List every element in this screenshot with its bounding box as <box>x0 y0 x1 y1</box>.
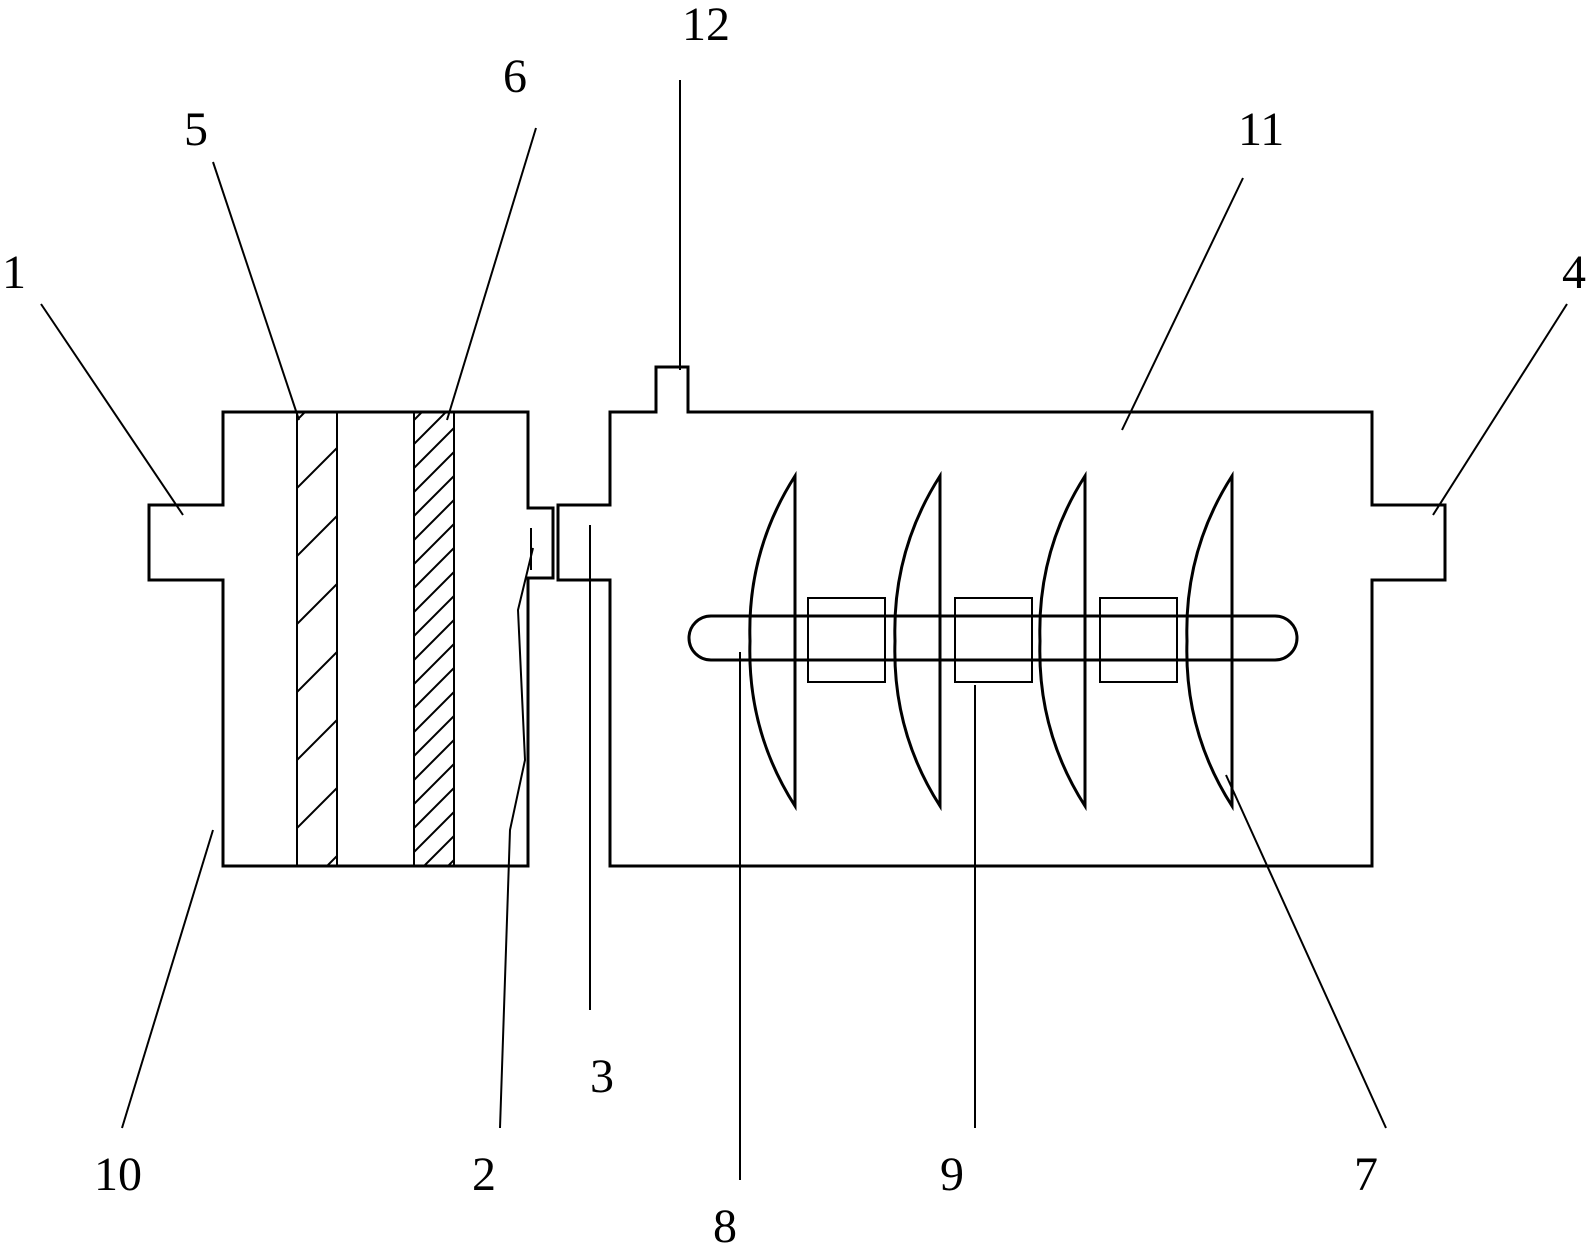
hatch-line <box>414 547 454 589</box>
filter-layer-6 <box>413 412 455 948</box>
label-3: 3 <box>590 1050 614 1103</box>
shaft-hubs <box>807 597 1178 683</box>
hatch-line <box>414 667 454 709</box>
hatch-line <box>297 583 337 625</box>
label-4: 4 <box>1562 246 1586 299</box>
blade <box>748 470 797 812</box>
label-1: 1 <box>2 246 26 299</box>
label-12: 12 <box>682 0 730 51</box>
hatch-line <box>414 884 454 924</box>
stirring-shaft <box>687 614 1299 662</box>
leader-lines <box>40 80 1568 1180</box>
blade <box>1038 470 1087 812</box>
hatch-line <box>297 515 337 557</box>
hatch-line <box>414 619 454 661</box>
label-8: 8 <box>713 1200 737 1252</box>
hatch-line <box>414 499 454 541</box>
hatch-line <box>297 412 307 421</box>
hatch-line <box>414 715 454 757</box>
hatch-line <box>414 412 424 421</box>
label-10: 10 <box>94 1148 142 1201</box>
hatch-line <box>414 811 454 853</box>
left-chamber-outline <box>147 410 555 868</box>
label-7: 7 <box>1354 1148 1378 1201</box>
hatch-line <box>414 787 454 829</box>
hatch-line <box>414 908 454 948</box>
hatch-line <box>414 523 454 565</box>
hatch-line <box>297 447 337 489</box>
hatch-line <box>414 427 454 469</box>
hatch-line <box>414 691 454 733</box>
label-6: 6 <box>503 50 527 103</box>
hatch-line <box>414 763 454 805</box>
hatch-line <box>414 571 454 613</box>
stirring-blades <box>748 470 1234 812</box>
label-11: 11 <box>1238 103 1284 156</box>
blade <box>893 470 942 812</box>
hatch-line <box>325 855 337 866</box>
hatch-line <box>414 739 454 781</box>
hatch-line <box>422 835 454 866</box>
filter-layer-5 <box>296 412 338 866</box>
label-9: 9 <box>940 1148 964 1201</box>
hatch-line <box>297 719 337 761</box>
blade <box>1185 470 1234 812</box>
hatch-line <box>414 451 454 493</box>
hatch-line <box>414 412 448 445</box>
hatch-line <box>414 475 454 517</box>
hatch-line <box>297 787 337 829</box>
hatch-line <box>414 595 454 637</box>
hatch-line <box>297 651 337 693</box>
hatch-line <box>414 643 454 685</box>
right-chamber-outline <box>556 365 1447 868</box>
label-5: 5 <box>184 103 208 156</box>
label-2: 2 <box>472 1148 496 1201</box>
